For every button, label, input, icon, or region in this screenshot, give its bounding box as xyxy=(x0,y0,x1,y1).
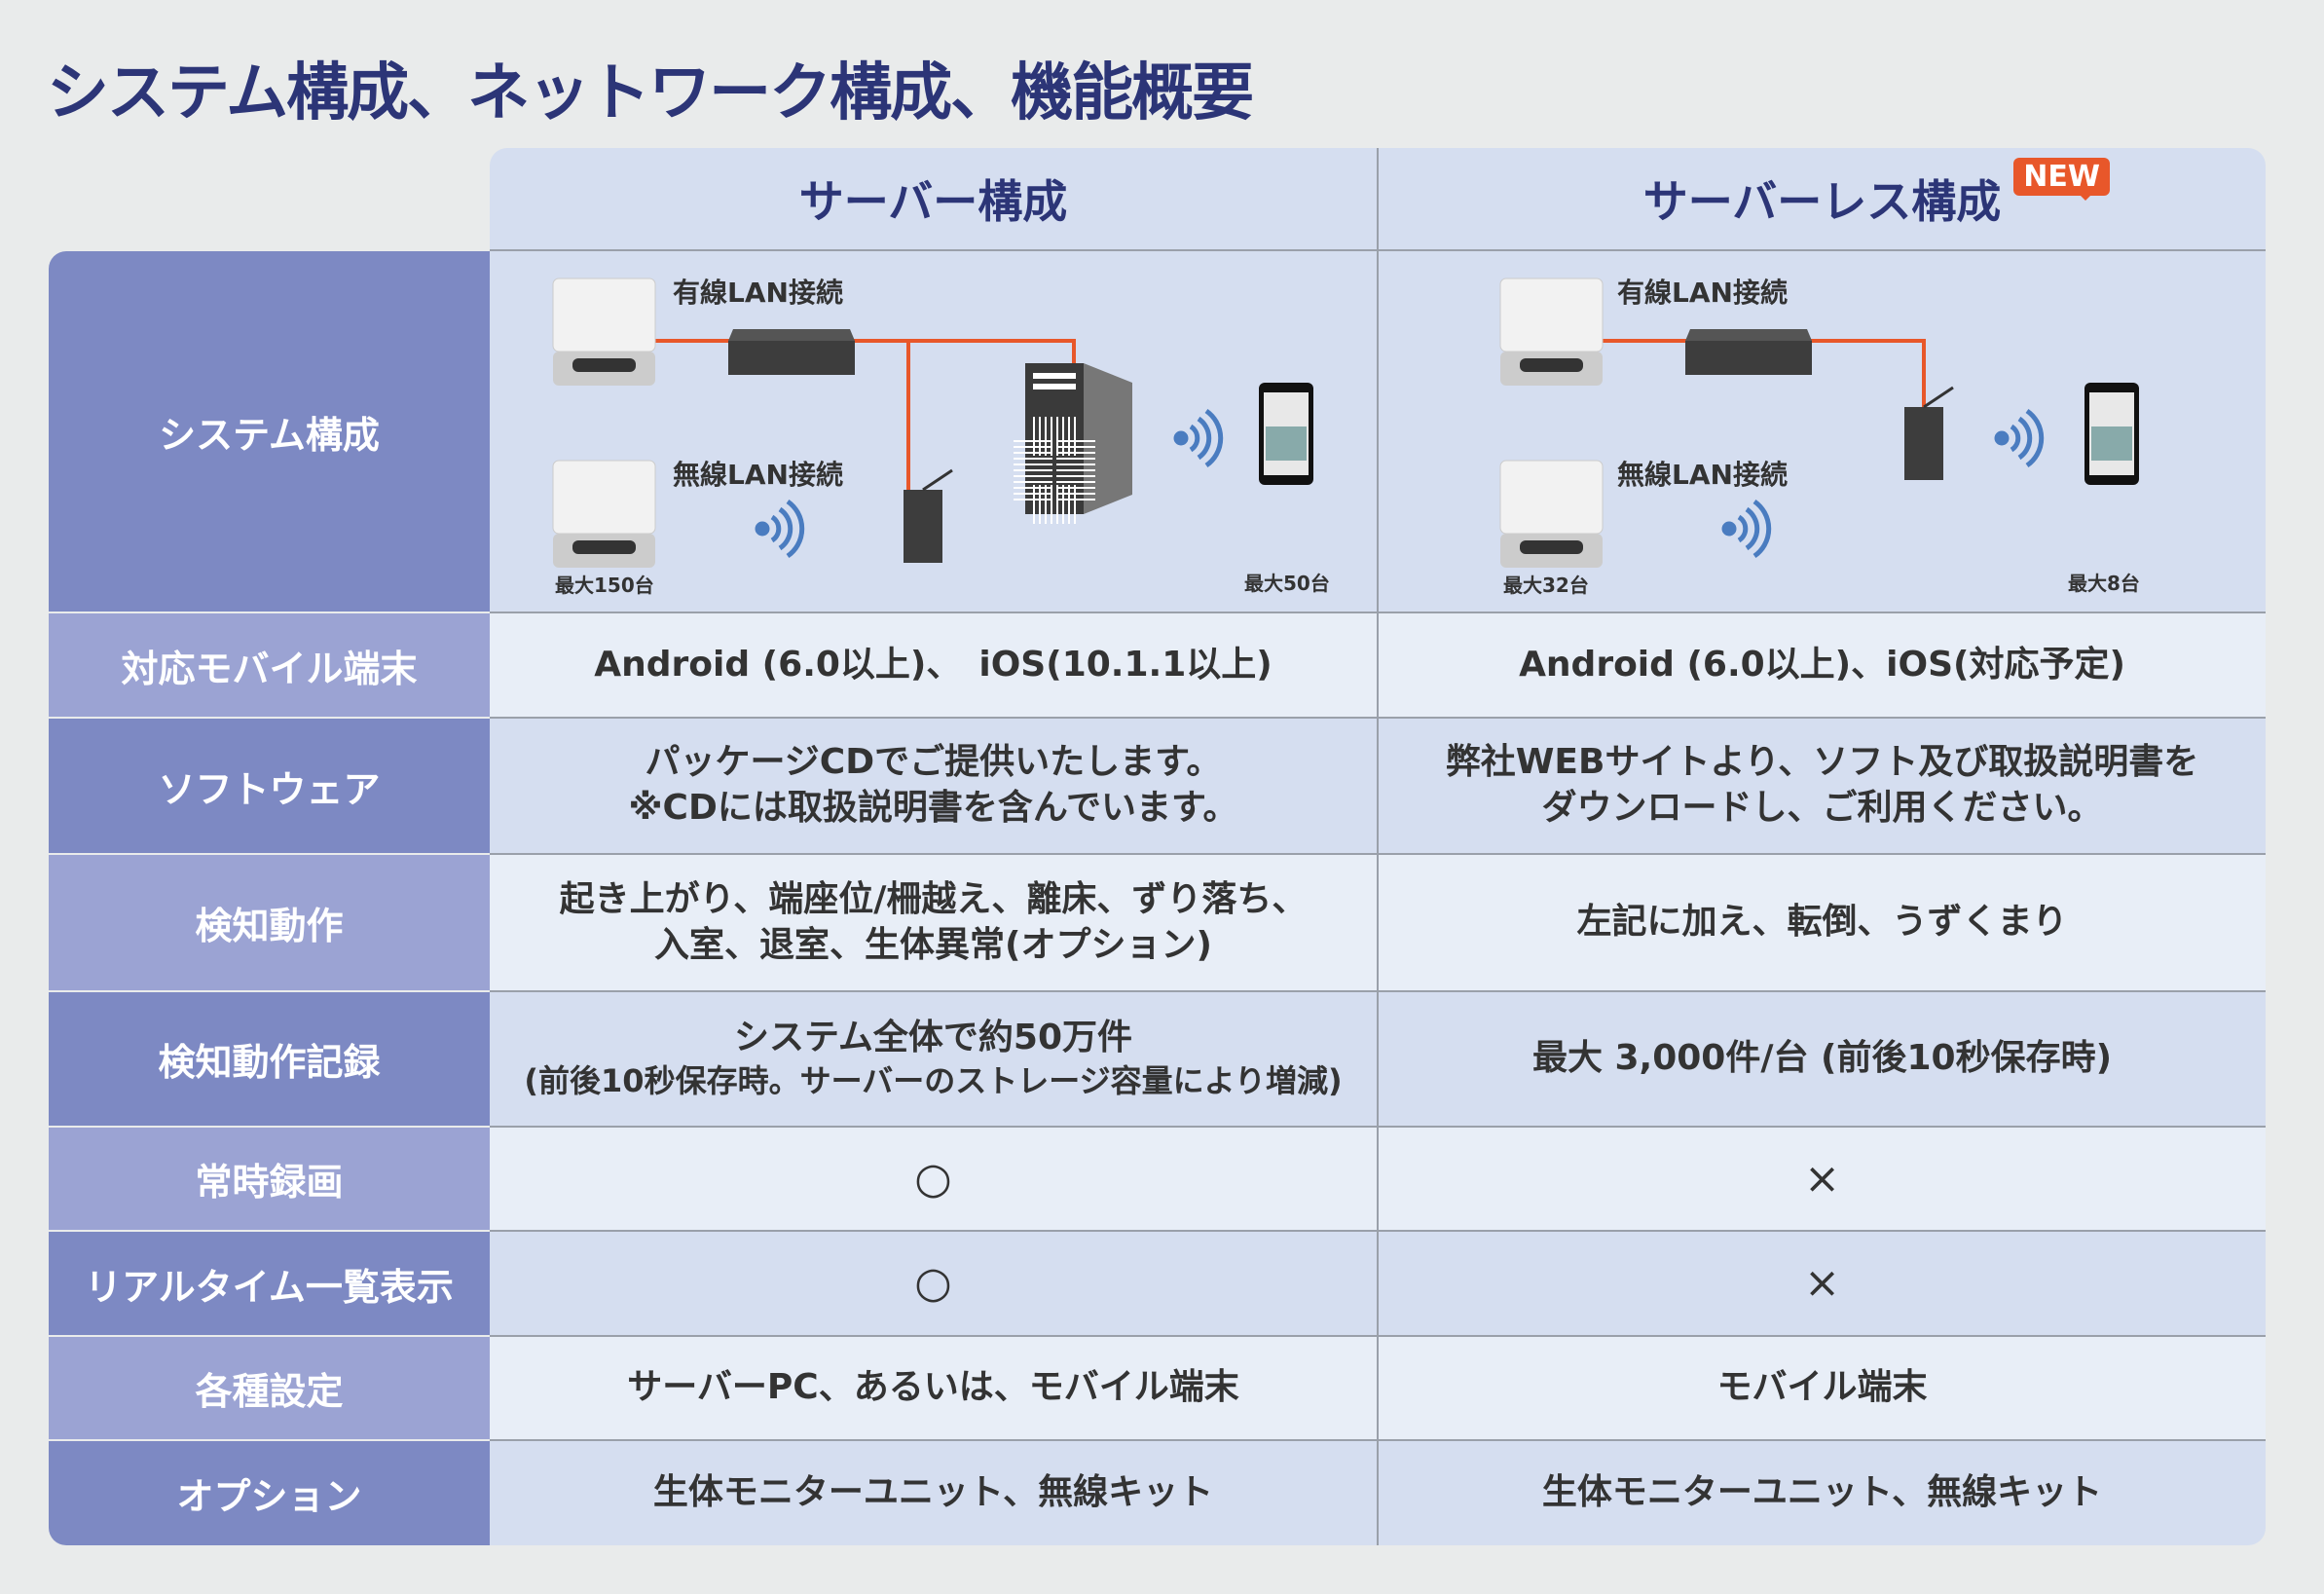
serverless-cell: 弊社WEBサイトより、ソフト及び取扱説明書をダウンロードし、ご利用ください。 xyxy=(1377,719,2266,855)
column-header-serverless-label: サーバーレス構成 xyxy=(1642,175,2002,228)
server-cell: 起き上がり、端座位/柵越え、離床、ずり落ち、入室、退室、生体異常(オプション) xyxy=(490,855,1377,992)
column-header-server: サーバー構成 xyxy=(490,148,1377,251)
row-label: 検知動作記録 xyxy=(49,992,490,1128)
row-label: 各種設定 xyxy=(49,1337,490,1441)
cell-line: 入室、退室、生体異常(オプション) xyxy=(654,924,1212,965)
sensor-device-icon xyxy=(1499,278,1604,386)
max-mobiles-label: 最大8台 xyxy=(2068,572,2140,595)
table-row: オプション 生体モニターユニット、無線キット 生体モニターユニット、無線キット xyxy=(49,1441,2266,1545)
server-cell: ○ xyxy=(490,1232,1377,1337)
serverless-network-diagram xyxy=(1499,278,2139,568)
cell-line: システム全体で約50万件 xyxy=(733,1018,1133,1058)
table-row: リアルタイム一覧表示 ○ × xyxy=(49,1232,2266,1337)
cell-line: パッケージCDでご提供いたします。 xyxy=(645,742,1222,783)
serverless-cell: 最大 3,000件/台 (前後10秒保存時) xyxy=(1377,992,2266,1128)
cell-line: ダウンロードし、ご利用ください。 xyxy=(1541,788,2103,828)
table-row: 検知動作記録 システム全体で約50万件 (前後10秒保存時。サーバーのストレージ容… xyxy=(49,992,2266,1128)
server-diagram: 有線LAN接続 無線LAN接続 最大150台 最大50台 xyxy=(490,251,1377,613)
wireless-label: 無線LAN接続 xyxy=(673,459,843,491)
serverless-cell: 左記に加え、転倒、うずくまり xyxy=(1377,855,2266,992)
mobile-phone-icon xyxy=(1259,383,1313,485)
sensor-device-icon xyxy=(1499,460,1604,568)
table-row: 検知動作 起き上がり、端座位/柵越え、離床、ずり落ち、入室、退室、生体異常(オプ… xyxy=(49,855,2266,992)
server-cell: パッケージCDでご提供いたします。 ※CDには取扱説明書を含んでいます。 xyxy=(490,719,1377,855)
serverless-diagram: 有線LAN接続 無線LAN接続 最大32台 最大8台 xyxy=(1377,251,2266,613)
row-label: 常時録画 xyxy=(49,1128,490,1232)
page-title: システム構成、ネットワーク構成、機能概要 xyxy=(47,57,1254,130)
network-switch-icon xyxy=(728,329,855,375)
server-tower-icon xyxy=(1014,363,1132,524)
row-label: 検知動作 xyxy=(49,855,490,992)
cable-lines xyxy=(655,339,1076,490)
cell-line: ※CDには取扱説明書を含んでいます。 xyxy=(628,788,1238,828)
server-cell: サーバーPC、あるいは、モバイル端末 xyxy=(490,1337,1377,1441)
max-sensors-label: 最大150台 xyxy=(555,574,654,597)
router-icon xyxy=(904,468,953,563)
server-cell: 生体モニターユニット、無線キット xyxy=(490,1441,1377,1545)
table-row: 常時録画 ○ × xyxy=(49,1128,2266,1232)
server-cell: ○ xyxy=(490,1128,1377,1232)
row-label: 対応モバイル端末 xyxy=(49,613,490,719)
serverless-cell: × xyxy=(1377,1232,2266,1337)
wifi-icon xyxy=(1994,408,2045,468)
sensor-device-icon xyxy=(552,278,656,386)
row-label: ソフトウェア xyxy=(49,719,490,855)
cell-line: 弊社WEBサイトより、ソフト及び取扱説明書を xyxy=(1445,742,2199,783)
network-switch-icon xyxy=(1685,329,1812,375)
column-header-serverless: サーバーレス構成 NEW xyxy=(1377,148,2266,251)
row-label: システム構成 xyxy=(49,251,490,613)
wifi-icon xyxy=(755,499,805,559)
server-cell: Android (6.0以上)、 iOS(10.1.1以上) xyxy=(490,613,1377,719)
max-sensors-label: 最大32台 xyxy=(1503,574,1589,597)
serverless-cell: × xyxy=(1377,1128,2266,1232)
router-icon xyxy=(1904,386,1954,480)
cell-line: 起き上がり、端座位/柵越え、離床、ずり落ち、 xyxy=(559,878,1308,919)
serverless-cell: 生体モニターユニット、無線キット xyxy=(1377,1441,2266,1545)
sensor-device-icon xyxy=(552,460,656,568)
table-row: 対応モバイル端末 Android (6.0以上)、 iOS(10.1.1以上) … xyxy=(49,613,2266,719)
serverless-cell: モバイル端末 xyxy=(1377,1337,2266,1441)
table-row: ソフトウェア パッケージCDでご提供いたします。 ※CDには取扱説明書を含んでいま… xyxy=(49,719,2266,855)
max-mobiles-label: 最大50台 xyxy=(1244,572,1330,595)
server-network-diagram xyxy=(552,278,1313,568)
wireless-label: 無線LAN接続 xyxy=(1617,459,1788,491)
cell-line: (前後10秒保存時。サーバーのストレージ容量により増減) xyxy=(524,1062,1343,1100)
table-row: 各種設定 サーバーPC、あるいは、モバイル端末 モバイル端末 xyxy=(49,1337,2266,1441)
wifi-icon xyxy=(1173,408,1224,468)
row-label: オプション xyxy=(49,1441,490,1545)
wired-label: 有線LAN接続 xyxy=(1617,277,1788,309)
server-cell: システム全体で約50万件 (前後10秒保存時。サーバーのストレージ容量により増減) xyxy=(490,992,1377,1128)
new-badge: NEW xyxy=(2013,158,2110,201)
table-row: システム構成 有線LAN接続 無線LAN接続 最大150台 最大50台 xyxy=(49,251,2266,613)
wired-label: 有線LAN接続 xyxy=(673,277,843,309)
row-label: リアルタイム一覧表示 xyxy=(49,1232,490,1337)
serverless-cell: Android (6.0以上)、iOS(対応予定) xyxy=(1377,613,2266,719)
mobile-phone-icon xyxy=(2084,383,2139,485)
wifi-icon xyxy=(1721,499,1772,559)
